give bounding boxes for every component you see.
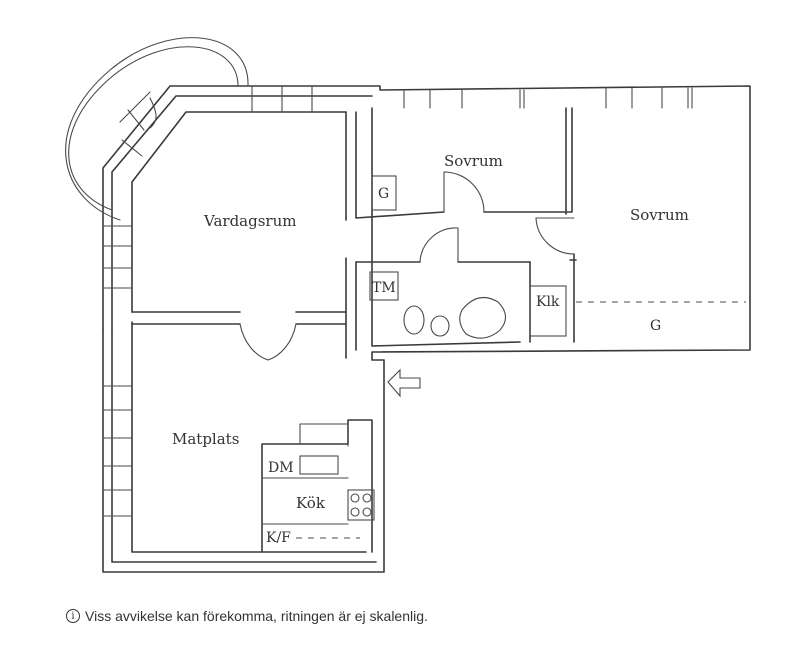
- bathroom-fixtures: [403, 296, 507, 339]
- wardrobe-box-1: [371, 175, 397, 211]
- room-label-sovrum-2: Sovrum: [630, 206, 689, 224]
- interior-walls: [131, 107, 577, 553]
- disclaimer-text: Viss avvikelse kan förekomma, ritningen …: [85, 608, 428, 624]
- fixture-label-dm: DM: [268, 460, 294, 476]
- info-circle-icon: i: [66, 609, 80, 623]
- entrance-arrow-icon: [387, 368, 421, 398]
- outer-walls: [102, 85, 751, 573]
- windows: [102, 85, 693, 517]
- fixture-label-klk: Klk: [536, 294, 560, 310]
- disclaimer: i Viss avvikelse kan förekomma, ritninge…: [66, 608, 428, 624]
- fixture-label-garderob-1: G: [378, 186, 389, 202]
- room-label-sovrum-1: Sovrum: [444, 152, 503, 170]
- room-label-kok: Kök: [296, 494, 326, 512]
- stove-icon: [347, 489, 375, 521]
- sink-icon: [299, 455, 339, 475]
- room-label-vardagsrum: Vardagsrum: [203, 212, 296, 230]
- tm-box: [369, 271, 399, 301]
- balcony: [65, 37, 249, 221]
- doors: [119, 91, 575, 361]
- fixture-label-kf: K/F: [266, 530, 291, 546]
- fixture-label-tm: TM: [372, 280, 396, 296]
- klk-box: [529, 285, 567, 337]
- room-label-matplats: Matplats: [172, 430, 239, 448]
- fixture-label-garderob-2: G: [650, 318, 661, 334]
